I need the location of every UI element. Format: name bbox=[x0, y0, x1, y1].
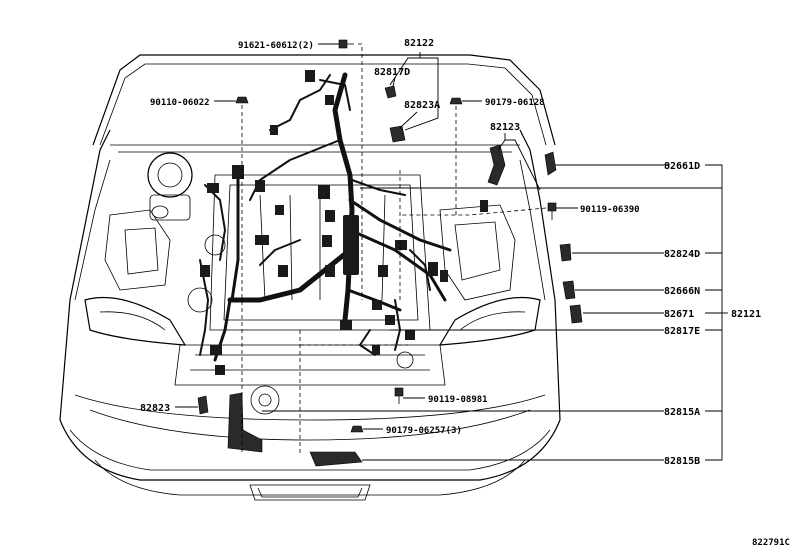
label-90110-06022: 90110-06022 bbox=[150, 98, 210, 108]
label-82817D: 82817D bbox=[374, 67, 410, 78]
label-90119-06390: 90119-06390 bbox=[580, 205, 640, 215]
bracket-icon bbox=[487, 144, 506, 186]
bolt-icon bbox=[394, 387, 404, 404]
label-82817E: 82817E bbox=[664, 326, 700, 337]
label-90119-08981: 90119-08981 bbox=[428, 395, 488, 405]
callout-labels: 91621-60612(2) 82122 82817D 82823A 90110… bbox=[140, 38, 790, 548]
clamp-icon bbox=[389, 125, 406, 143]
label-82823: 82823 bbox=[140, 403, 170, 414]
leader-lines bbox=[175, 43, 728, 461]
label-82122: 82122 bbox=[404, 38, 434, 49]
label-82121: 82121 bbox=[731, 309, 761, 320]
protector-icon bbox=[227, 392, 263, 453]
connector-icon bbox=[384, 85, 397, 99]
clip-icon bbox=[197, 395, 209, 415]
part-icons bbox=[197, 39, 583, 467]
label-90179-06257: 90179-06257(3) bbox=[386, 426, 462, 436]
relay-icon bbox=[544, 151, 557, 176]
label-91621-60612: 91621-60612(2) bbox=[238, 41, 314, 51]
label-82661D: 82661D bbox=[664, 161, 700, 172]
label-90179-06128: 90179-06128 bbox=[485, 98, 545, 108]
label-82123: 82123 bbox=[490, 122, 520, 133]
bolt-icon bbox=[338, 39, 354, 49]
label-82815B: 82815B bbox=[664, 456, 700, 467]
label-82815A: 82815A bbox=[664, 407, 700, 418]
label-82671: 82671 bbox=[664, 309, 694, 320]
protector-icon bbox=[309, 451, 363, 467]
bolt-icon bbox=[547, 202, 557, 220]
connector-icon bbox=[559, 243, 572, 262]
label-82823A: 82823A bbox=[404, 100, 440, 111]
nut-icon bbox=[449, 97, 463, 105]
nut-icon bbox=[350, 425, 364, 433]
connector-icon bbox=[569, 304, 583, 324]
nut-icon bbox=[235, 96, 249, 104]
connector-icon bbox=[562, 280, 576, 300]
label-82824D: 82824D bbox=[664, 249, 700, 260]
wire-harness bbox=[199, 70, 488, 375]
car-body-outline bbox=[59, 54, 561, 501]
label-82666N: 82666N bbox=[664, 286, 700, 297]
figure-code: 822791C bbox=[752, 538, 790, 548]
